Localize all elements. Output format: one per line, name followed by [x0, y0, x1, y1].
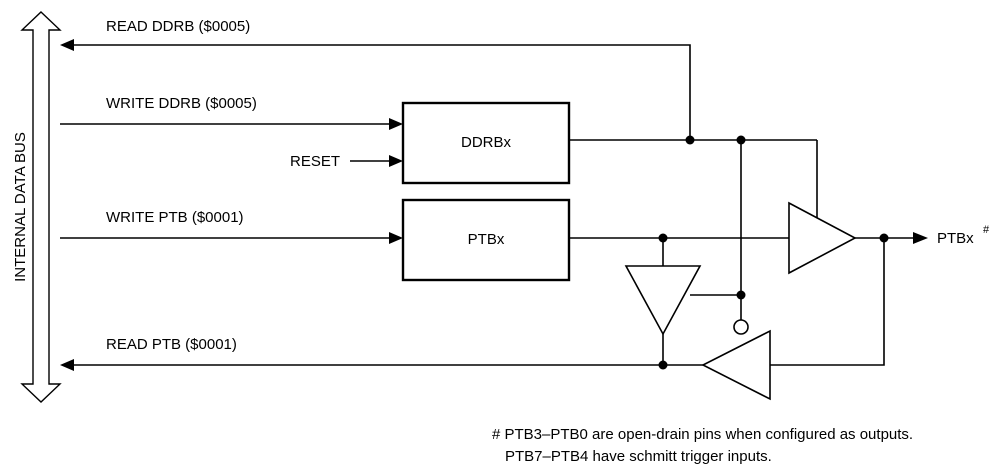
- read-ddrb-label: READ DDRB ($0005): [106, 18, 250, 35]
- footnote-line-2: PTB7–PTB4 have schmitt trigger inputs.: [505, 448, 772, 465]
- input-buffer-triangle: [701, 329, 771, 401]
- reset-arrow: [389, 155, 403, 167]
- read-ptb-label: READ PTB ($0001): [106, 336, 237, 353]
- output-buffer-triangle: [788, 201, 857, 275]
- write-ptb-arrow: [389, 232, 403, 244]
- write-ddrb-label: WRITE DDRB ($0005): [106, 95, 257, 112]
- junction-ddrb-branch: [736, 135, 746, 145]
- internal-data-bus-label: INTERNAL DATA BUS: [12, 132, 29, 282]
- junction-ddrb-enable: [736, 290, 746, 300]
- read-ddrb-wire: [72, 44, 691, 140]
- pin-footnote-mark: #: [983, 224, 990, 236]
- ddrbx-register-block: [401, 101, 571, 185]
- read-ptb-arrow: [60, 359, 74, 371]
- write-ddrb-arrow: [389, 118, 403, 130]
- pin-output-arrow: [913, 232, 928, 244]
- internal-data-bus-arrow: [20, 11, 62, 403]
- ptbx-register-block: [401, 198, 571, 282]
- junction-ddrb-read: [685, 135, 695, 145]
- ptbx-label: PTBx: [468, 231, 505, 248]
- pin-feedback-wire: [770, 238, 885, 366]
- input-buffer-inversion-bubble: [733, 319, 749, 335]
- footnote-line-1: # PTB3–PTB0 are open-drain pins when con…: [492, 426, 913, 443]
- read-ddrb-arrow: [60, 39, 74, 51]
- reset-label: RESET: [290, 153, 340, 170]
- feedback-buffer-triangle: [624, 265, 702, 336]
- write-ptb-label: WRITE PTB ($0001): [106, 209, 244, 226]
- ddrbx-label: DDRBx: [461, 134, 512, 151]
- pin-label: PTBx: [937, 230, 974, 247]
